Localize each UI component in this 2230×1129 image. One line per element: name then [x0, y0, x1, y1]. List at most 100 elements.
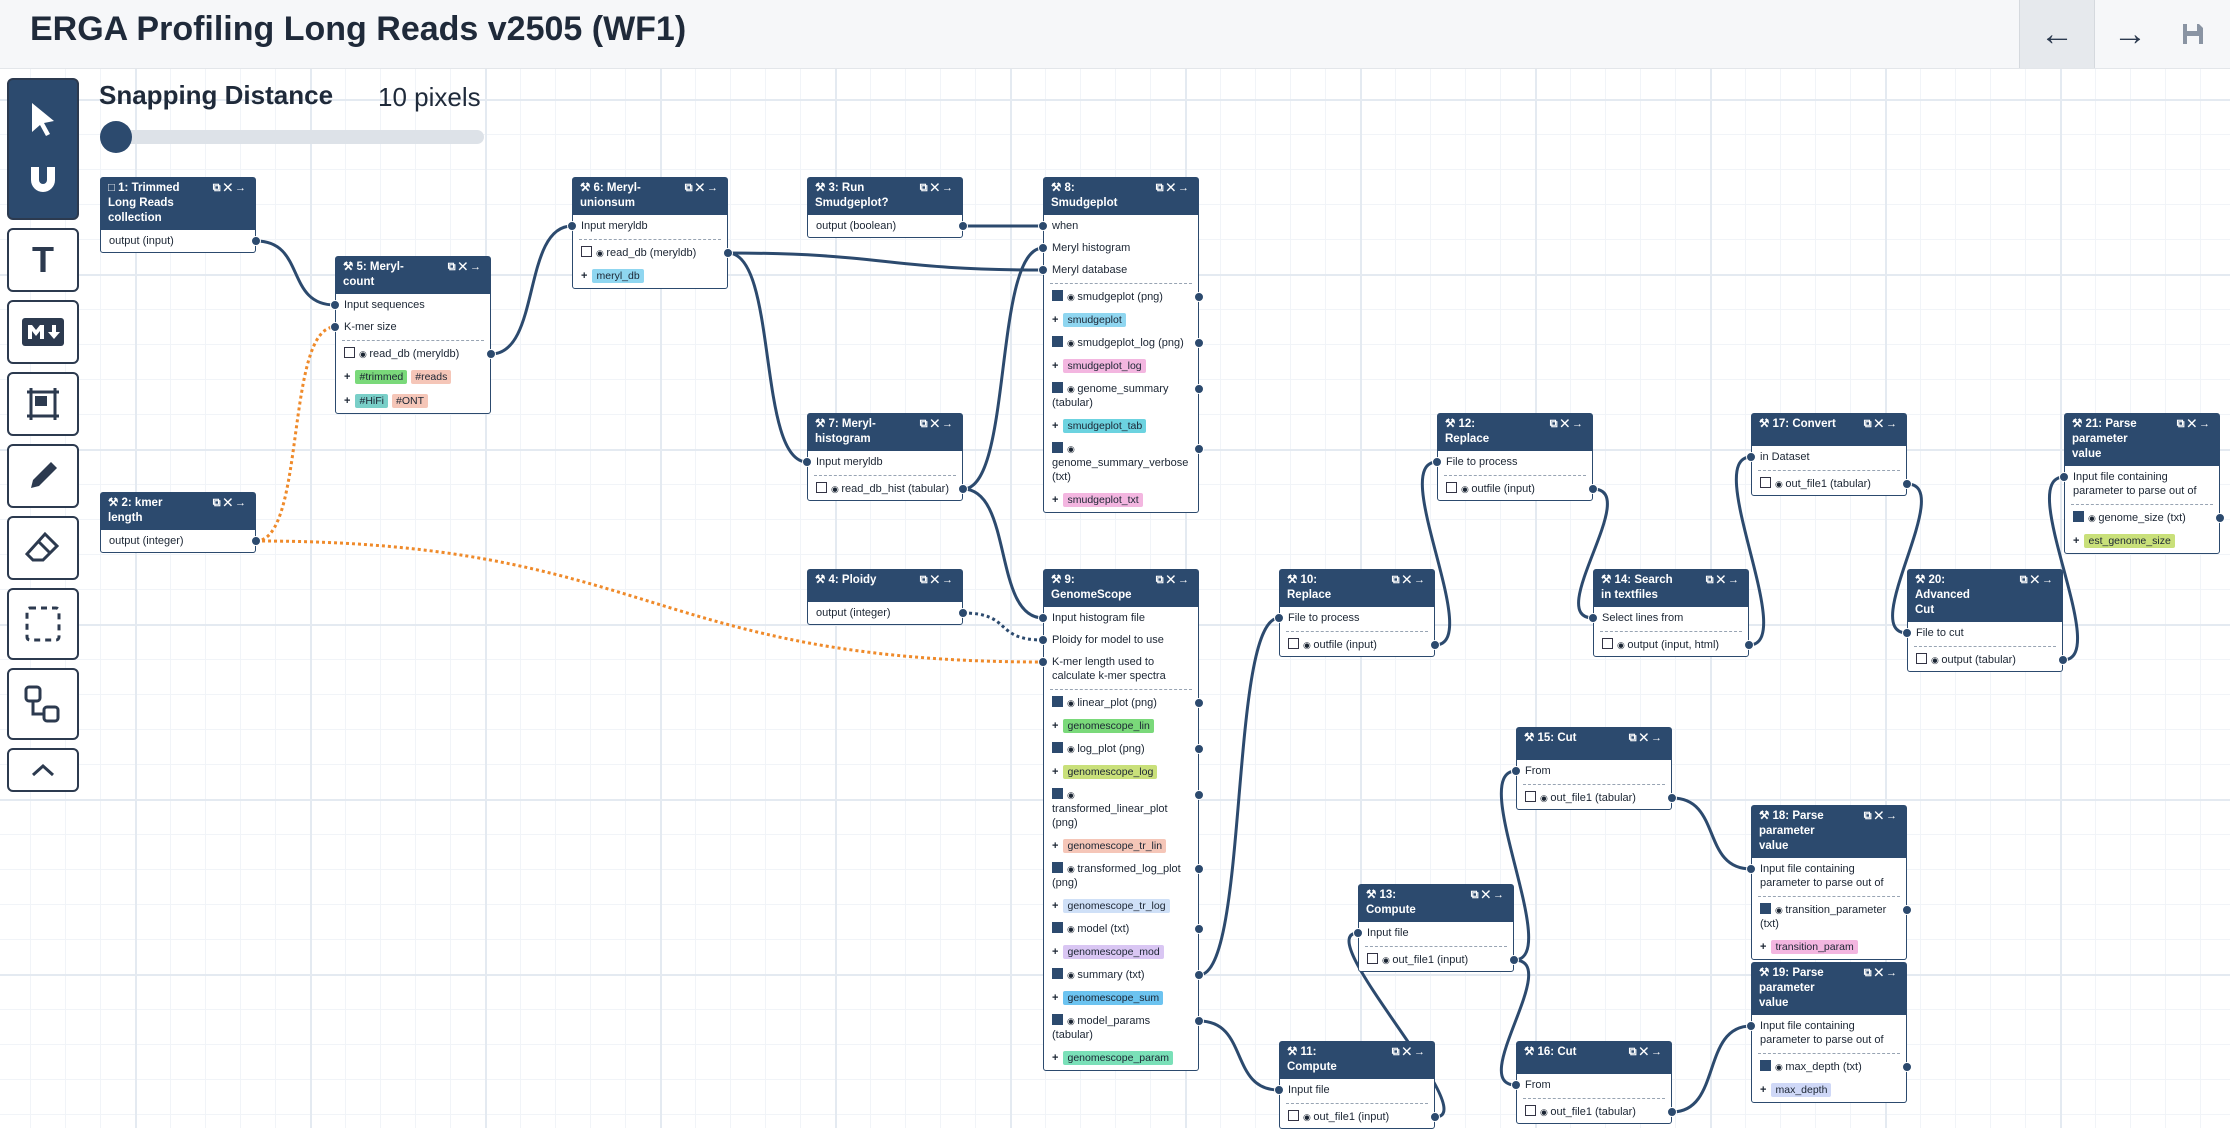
- output-port-row[interactable]: ◉ summary (txt): [1044, 964, 1204, 986]
- save-button[interactable]: [2156, 0, 2230, 68]
- output-port-row[interactable]: ◉ max_depth (txt): [1752, 1056, 1912, 1078]
- add-tag-icon[interactable]: +: [1052, 494, 1062, 506]
- workflow-output-checkbox[interactable]: [1052, 968, 1063, 979]
- node-header[interactable]: ⚒ 14: Search in textfiles⧉✕→: [1594, 570, 1748, 607]
- redo-button[interactable]: →: [2093, 0, 2167, 68]
- node-header[interactable]: ⚒ 17: Convert⧉✕→: [1752, 414, 1906, 446]
- input-port-row[interactable]: Ploidy for model to use: [1038, 629, 1198, 651]
- input-port-row[interactable]: K-mer length used to calculate k-mer spe…: [1038, 651, 1198, 687]
- eye-icon[interactable]: ◉: [1067, 292, 1078, 302]
- output-port-row[interactable]: ◉ model (txt): [1044, 918, 1204, 940]
- node-actions-icon[interactable]: ⧉✕→: [919, 418, 956, 430]
- workflow-node[interactable]: ⚒ 21: Parse parameter value⧉✕→Input file…: [2059, 413, 2225, 554]
- output-port-row[interactable]: ◉ outfile (input): [1280, 634, 1440, 656]
- workflow-node[interactable]: □ 1: Trimmed Long Reads collection⧉✕→out…: [100, 177, 261, 253]
- node-header[interactable]: ⚒ 20: Advanced Cut⧉✕→: [1908, 570, 2062, 622]
- workflow-output-checkbox[interactable]: [1052, 382, 1063, 393]
- auto-layout-button[interactable]: [7, 668, 79, 740]
- workflow-output-checkbox[interactable]: [1525, 791, 1536, 802]
- output-port-row[interactable]: ◉ out_file1 (input): [1280, 1106, 1440, 1128]
- input-port-row[interactable]: Input meryldb: [567, 215, 727, 237]
- input-terminal[interactable]: [1746, 864, 1756, 874]
- input-port-row[interactable]: Input file containing parameter to parse…: [1746, 1015, 1906, 1051]
- output-terminal[interactable]: [1194, 1016, 1204, 1026]
- input-port-row[interactable]: Input file containing parameter to parse…: [2059, 466, 2219, 502]
- node-header[interactable]: ⚒ 19: Parse parameter value⧉✕→: [1752, 963, 1906, 1015]
- pointer-tool-group[interactable]: [7, 78, 79, 220]
- workflow-node[interactable]: ⚒ 3: Run Smudgeplot?⧉✕→output (boolean): [807, 177, 968, 238]
- workflow-node[interactable]: ⚒ 2: kmer length⧉✕→output (integer): [100, 492, 261, 553]
- freehand-tool-button[interactable]: [7, 444, 79, 508]
- workflow-output-checkbox[interactable]: [581, 246, 592, 257]
- output-port-row[interactable]: output (integer): [101, 530, 261, 552]
- input-port-row[interactable]: From: [1511, 760, 1671, 782]
- snapping-distance-slider[interactable]: [100, 130, 484, 144]
- eye-icon[interactable]: ◉: [1775, 905, 1786, 915]
- node-header[interactable]: ⚒ 10: Replace⧉✕→: [1280, 570, 1434, 607]
- node-header[interactable]: ⚒ 5: Meryl-count⧉✕→: [336, 257, 490, 294]
- output-terminal[interactable]: [1194, 444, 1204, 454]
- eye-slash-icon[interactable]: ◉: [1540, 793, 1551, 803]
- input-terminal[interactable]: [1274, 613, 1284, 623]
- output-terminal[interactable]: [486, 349, 496, 359]
- input-terminal[interactable]: [1511, 1080, 1521, 1090]
- node-header[interactable]: ⚒ 18: Parse parameter value⧉✕→: [1752, 806, 1906, 858]
- eye-icon[interactable]: ◉: [1067, 384, 1078, 394]
- add-tag-icon[interactable]: +: [1052, 420, 1062, 432]
- add-tag-icon[interactable]: +: [1052, 766, 1062, 778]
- output-tag[interactable]: meryl_db: [592, 269, 644, 283]
- node-actions-icon[interactable]: ⧉✕→: [1391, 574, 1428, 586]
- workflow-output-checkbox[interactable]: [1760, 903, 1771, 914]
- node-actions-icon[interactable]: ⧉✕→: [2176, 418, 2213, 430]
- input-port-row[interactable]: Meryl database: [1038, 259, 1198, 281]
- box-select-tool-button[interactable]: [7, 588, 79, 660]
- output-port-row[interactable]: ◉ outfile (input): [1438, 478, 1598, 500]
- node-actions-icon[interactable]: ⧉✕→: [1863, 810, 1900, 822]
- snapping-slider-thumb[interactable]: [100, 121, 132, 153]
- node-actions-icon[interactable]: ⧉✕→: [1628, 732, 1665, 744]
- output-port-row[interactable]: ◉ genome_summary_verbose (txt): [1044, 438, 1204, 488]
- node-header[interactable]: ⚒ 2: kmer length⧉✕→: [101, 493, 255, 530]
- eye-slash-icon[interactable]: ◉: [1303, 1112, 1314, 1122]
- eye-slash-icon[interactable]: ◉: [1617, 640, 1628, 650]
- workflow-node[interactable]: ⚒ 14: Search in textfiles⧉✕→Select lines…: [1588, 569, 1754, 657]
- add-tag-icon[interactable]: +: [1052, 360, 1062, 372]
- node-actions-icon[interactable]: ⧉✕→: [2019, 574, 2056, 586]
- workflow-output-checkbox[interactable]: [1760, 1060, 1771, 1071]
- node-header[interactable]: ⚒ 4: Ploidy⧉✕→: [808, 570, 962, 602]
- output-tag[interactable]: genomescope_lin: [1063, 719, 1154, 733]
- output-terminal[interactable]: [1588, 484, 1598, 494]
- output-tag[interactable]: #ONT: [392, 394, 429, 408]
- node-header[interactable]: ⚒ 11: Compute⧉✕→: [1280, 1042, 1434, 1079]
- output-terminal[interactable]: [1194, 292, 1204, 302]
- output-terminal[interactable]: [2058, 655, 2068, 665]
- add-tag-icon[interactable]: +: [1760, 941, 1770, 953]
- output-terminal[interactable]: [1667, 1107, 1677, 1117]
- workflow-output-checkbox[interactable]: [1052, 788, 1063, 799]
- workflow-node[interactable]: ⚒ 12: Replace⧉✕→File to process◉ outfile…: [1432, 413, 1598, 501]
- node-actions-icon[interactable]: ⧉✕→: [447, 261, 484, 273]
- eye-icon[interactable]: ◉: [1067, 698, 1078, 708]
- output-tag[interactable]: #HiFi: [355, 394, 388, 408]
- output-tag[interactable]: genomescope_sum: [1063, 991, 1164, 1005]
- input-terminal[interactable]: [1038, 243, 1048, 253]
- workflow-node[interactable]: ⚒ 19: Parse parameter value⧉✕→Input file…: [1746, 962, 1912, 1103]
- output-port-row[interactable]: ◉ genome_size (txt): [2065, 507, 2225, 529]
- output-terminal[interactable]: [2215, 513, 2225, 523]
- add-tag-icon[interactable]: +: [1760, 1084, 1770, 1096]
- workflow-node[interactable]: ⚒ 6: Meryl-unionsum⧉✕→Input meryldb◉ rea…: [567, 177, 733, 289]
- eye-icon[interactable]: ◉: [1067, 338, 1078, 348]
- node-actions-icon[interactable]: ⧉✕→: [1391, 1046, 1428, 1058]
- input-terminal[interactable]: [1588, 613, 1598, 623]
- markdown-tool-button[interactable]: [7, 300, 79, 364]
- input-port-row[interactable]: File to cut: [1902, 622, 2062, 644]
- eye-slash-icon[interactable]: ◉: [1540, 1107, 1551, 1117]
- output-port-row[interactable]: ◉ genome_summary (tabular): [1044, 378, 1204, 414]
- output-terminal[interactable]: [1902, 479, 1912, 489]
- node-header[interactable]: ⚒ 21: Parse parameter value⧉✕→: [2065, 414, 2219, 466]
- workflow-output-checkbox[interactable]: [1916, 653, 1927, 664]
- add-tag-icon[interactable]: +: [1052, 314, 1062, 326]
- output-terminal[interactable]: [958, 221, 968, 231]
- node-actions-icon[interactable]: ⧉✕→: [1863, 967, 1900, 979]
